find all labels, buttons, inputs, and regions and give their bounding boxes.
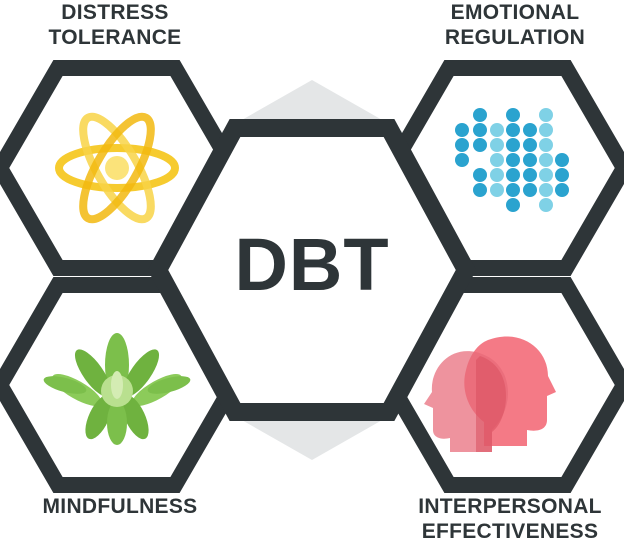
waveform-dot (506, 153, 520, 167)
waveform-dot (506, 138, 520, 152)
atom-icon (55, 112, 179, 224)
distress-tolerance-label: DISTRESS TOLERANCE (30, 0, 200, 50)
waveform-dot (455, 123, 469, 137)
waveform-dot (523, 168, 537, 182)
dbt-title: DBT (234, 223, 390, 306)
waveform-dot (473, 108, 487, 122)
center-hexagon (147, 119, 477, 421)
waveform-dot (523, 183, 537, 197)
waveform-dot (490, 183, 504, 197)
distress-label-line1: DISTRESS (61, 1, 169, 24)
waveform-dot (490, 123, 504, 137)
interpersonal-label-line2: EFFECTIVENESS (421, 520, 599, 543)
interpersonal-label-line1: INTERPERSONAL (418, 495, 602, 518)
two-heads-icon (424, 336, 556, 452)
emotional-label-line2: REGULATION (444, 26, 586, 49)
waveform-dot (506, 168, 520, 182)
emotional-regulation-label: EMOTIONAL REGULATION (415, 0, 615, 50)
waveform-dot (490, 168, 504, 182)
waveform-dot (455, 138, 469, 152)
waveform-dot (506, 198, 520, 212)
waveform-dot (506, 123, 520, 137)
waveform-dot (473, 168, 487, 182)
waveform-dot (473, 138, 487, 152)
waveform-dot (539, 198, 553, 212)
waveform-dot (490, 153, 504, 167)
waveform-dot (473, 183, 487, 197)
waveform-dot (455, 153, 469, 167)
waveform-dot (555, 153, 569, 167)
waveform-dot (523, 138, 537, 152)
waveform-dot (506, 183, 520, 197)
waveform-dot (555, 168, 569, 182)
waveform-dot (555, 183, 569, 197)
waveform-dot (539, 108, 553, 122)
waveform-dot (539, 138, 553, 152)
flower-icon (43, 333, 191, 445)
emotional-label-line1: EMOTIONAL (450, 1, 580, 24)
interpersonal-effectiveness-label: INTERPERSONAL EFFECTIVENESS (405, 494, 615, 544)
waveform-dots-icon (455, 108, 569, 212)
waveform-dot (539, 168, 553, 182)
waveform-dot (490, 138, 504, 152)
waveform-dot (473, 123, 487, 137)
waveform-dot (506, 108, 520, 122)
distress-label-line2: TOLERANCE (48, 26, 182, 49)
waveform-dot (523, 123, 537, 137)
waveform-dot (539, 183, 553, 197)
mindfulness-label: MINDFULNESS (15, 494, 225, 519)
waveform-dot (539, 123, 553, 137)
waveform-dot (539, 153, 553, 167)
waveform-dot (523, 153, 537, 167)
mindfulness-label-line1: MINDFULNESS (42, 495, 198, 518)
